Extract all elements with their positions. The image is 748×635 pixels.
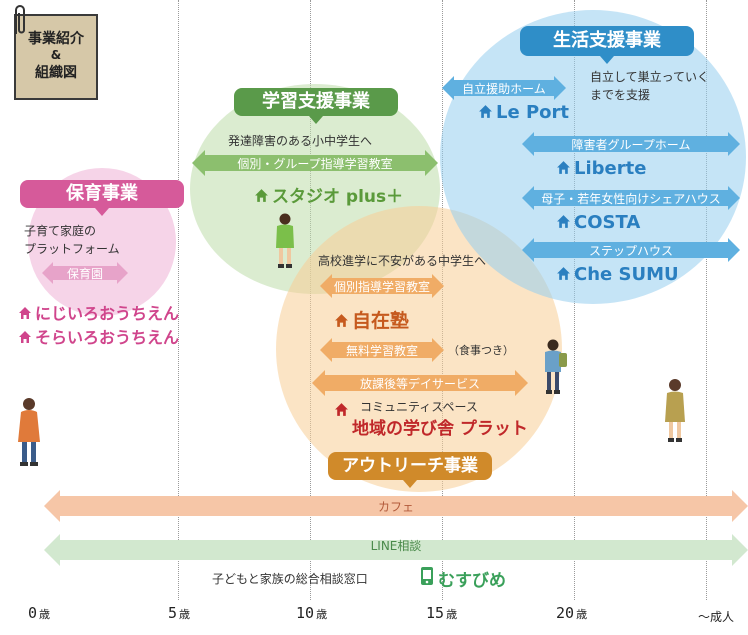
arrow-line: LINE相談 bbox=[44, 534, 748, 566]
age-tick-num: 20 bbox=[556, 604, 575, 622]
arrow-group-home: 障害者グループホーム bbox=[522, 132, 740, 156]
title-card-line1: 事業紹介 bbox=[28, 31, 84, 47]
person-illustration bbox=[660, 378, 690, 448]
facility-niji-name: にじいろおうちえん bbox=[35, 304, 180, 323]
person-illustration bbox=[540, 338, 570, 400]
gridline-adult bbox=[706, 0, 707, 600]
seikatsu-title: 生活支援事業 bbox=[520, 26, 694, 64]
facility-liberte-name: Liberte bbox=[574, 158, 647, 179]
arrow-jiritsu-home-label: 自立援助ホーム bbox=[462, 81, 546, 96]
age-tick-unit: 歳 bbox=[576, 608, 588, 621]
title-card-line2: & bbox=[50, 48, 62, 62]
facility-jizai: 自在塾 bbox=[334, 306, 409, 333]
arrow-muryo: 無料学習教室 bbox=[320, 338, 444, 362]
seikatsu-desc-2: までを支援 bbox=[590, 88, 651, 102]
age-tick-adult: 〜成人 bbox=[698, 610, 735, 624]
age-tick-num: 0 bbox=[28, 604, 38, 622]
outreach-desc: 高校進学に不安がある中学生へ bbox=[318, 254, 487, 268]
age-tick-unit: 歳 bbox=[316, 608, 328, 621]
age-tick-unit: 歳 bbox=[39, 608, 51, 621]
arrow-houkago: 放課後等デイサービス bbox=[312, 370, 528, 396]
arrow-kobetsu-group: 個別・グループ指導学習教室 bbox=[192, 150, 438, 176]
age-tick-num: 15 bbox=[426, 604, 445, 622]
title-card: 事業紹介 & 組織図 bbox=[14, 14, 98, 100]
arrow-step-house-label: ステップハウス bbox=[588, 243, 673, 258]
house-icon bbox=[334, 402, 349, 421]
age-tick-unit: 歳 bbox=[446, 608, 458, 621]
person-illustration bbox=[272, 212, 298, 274]
facility-platto: 地域の学び舎 プラット bbox=[352, 419, 528, 439]
facility-leport-name: Le Port bbox=[496, 102, 569, 123]
house-icon bbox=[19, 331, 31, 343]
age-tick-num: 5 bbox=[168, 604, 178, 622]
arrow-kobetsu-label: 個別指導学習教室 bbox=[333, 279, 430, 294]
gakushu-desc: 発達障害のある小中学生へ bbox=[228, 134, 373, 148]
arrow-hoikuen: 保育園 bbox=[42, 262, 128, 284]
facility-jizai-name: 自在塾 bbox=[352, 310, 410, 332]
house-icon bbox=[557, 215, 570, 228]
arrow-muryo-label: 無料学習教室 bbox=[345, 343, 418, 358]
musubime-label: 子どもと家族の総合相談窓口 bbox=[212, 572, 368, 586]
house-icon bbox=[335, 314, 348, 327]
muryo-note: （食事つき） bbox=[448, 344, 514, 357]
arrow-step-house: ステップハウス bbox=[522, 238, 740, 262]
house-icon bbox=[19, 307, 31, 319]
house-icon bbox=[255, 189, 268, 202]
seikatsu-desc-1: 自立して巣立っていく bbox=[590, 70, 710, 84]
facility-sora: そらいろおうちえん bbox=[18, 324, 179, 348]
house-icon bbox=[479, 105, 492, 118]
facility-chesumu: Che SUMU bbox=[556, 264, 679, 285]
outreach-title: アウトリーチ事業 bbox=[328, 452, 492, 488]
arrow-houkago-label: 放課後等デイサービス bbox=[359, 376, 480, 391]
paperclip-icon bbox=[10, 4, 28, 42]
arrow-jiritsu-home: 自立援助ホーム bbox=[442, 76, 566, 100]
facility-leport: Le Port bbox=[478, 102, 569, 123]
facility-chesumu-name: Che SUMU bbox=[574, 264, 679, 285]
gakushu-title: 学習支援事業 bbox=[234, 88, 398, 124]
phone-icon bbox=[420, 566, 434, 590]
facility-liberte: Liberte bbox=[556, 158, 646, 179]
facility-niji: にじいろおうちえん bbox=[18, 300, 179, 324]
community-space-label: コミュニティスペース bbox=[360, 400, 478, 414]
title-card-line3: 組織図 bbox=[35, 65, 77, 81]
arrow-line-label: LINE相談 bbox=[370, 539, 422, 553]
hoiku-desc-2: プラットフォーム bbox=[24, 242, 120, 256]
age-tick-unit: 歳 bbox=[179, 608, 191, 621]
house-icon bbox=[557, 161, 570, 174]
arrow-share-house-label: 母子・若年女性向けシェアハウス bbox=[541, 191, 721, 206]
arrow-share-house: 母子・若年女性向けシェアハウス bbox=[522, 186, 740, 210]
house-icon bbox=[557, 267, 570, 280]
arrow-cafe-label: カフェ bbox=[377, 499, 414, 514]
arrow-kobetsu-group-label: 個別・グループ指導学習教室 bbox=[237, 156, 393, 171]
arrow-group-home-label: 障害者グループホーム bbox=[571, 137, 691, 152]
hoiku-desc-1: 子育て家庭の bbox=[24, 224, 97, 238]
person-illustration bbox=[14, 396, 44, 472]
age-tick-num: 10 bbox=[296, 604, 315, 622]
arrow-kobetsu: 個別指導学習教室 bbox=[320, 274, 444, 298]
facility-musubime: むすびめ bbox=[438, 571, 506, 591]
hoiku-title: 保育事業 bbox=[20, 180, 184, 216]
gridline-5 bbox=[178, 0, 179, 600]
arrow-cafe: カフェ bbox=[44, 490, 748, 522]
facility-costa-name: COSTA bbox=[574, 212, 641, 233]
facility-studio: スタジオ plus＋ bbox=[254, 182, 403, 207]
facility-sora-name: そらいろおうちえん bbox=[35, 328, 180, 347]
facility-studio-name: スタジオ plus＋ bbox=[272, 187, 404, 207]
facility-costa: COSTA bbox=[556, 212, 640, 233]
arrow-hoikuen-label: 保育園 bbox=[66, 266, 103, 281]
